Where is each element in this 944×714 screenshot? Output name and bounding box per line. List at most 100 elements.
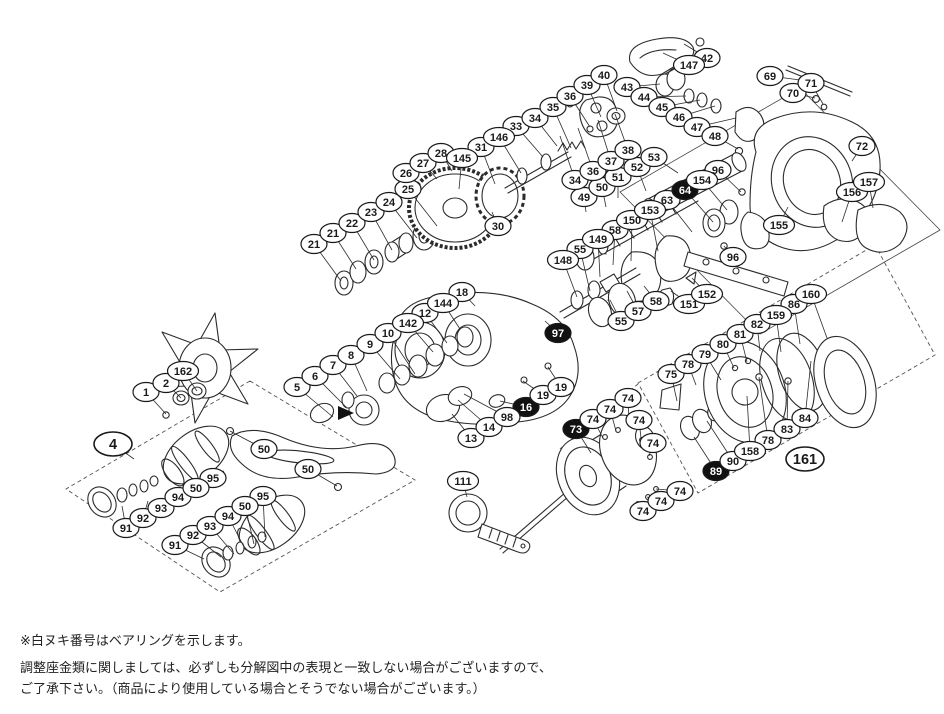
svg-text:40: 40: [598, 70, 610, 82]
svg-text:70: 70: [787, 88, 799, 100]
part-balloon-157: 157: [852, 171, 886, 193]
part-balloon-153: 153: [633, 199, 667, 221]
part-balloon-53: 53: [640, 146, 668, 168]
svg-text:21: 21: [308, 239, 320, 251]
part-balloon-40: 40: [590, 64, 618, 86]
part-balloon-147: 147: [672, 54, 706, 76]
svg-text:35: 35: [547, 102, 559, 114]
sideplate-drawing: [659, 332, 877, 444]
svg-text:34: 34: [529, 113, 542, 125]
svg-text:55: 55: [615, 316, 627, 328]
svg-text:69: 69: [764, 71, 776, 83]
part-balloon-83: 83: [773, 418, 801, 440]
svg-text:9: 9: [367, 339, 373, 351]
svg-text:6: 6: [312, 371, 318, 383]
star-drag-drawing: [151, 312, 474, 424]
part-balloon-13: 13: [457, 427, 485, 449]
part-balloon-69: 69: [756, 65, 784, 87]
part-balloon-8: 8: [337, 344, 365, 366]
svg-text:155: 155: [770, 220, 788, 232]
svg-text:159: 159: [767, 310, 785, 322]
svg-text:50: 50: [258, 444, 270, 456]
svg-text:89: 89: [710, 466, 722, 478]
svg-text:98: 98: [501, 412, 513, 424]
clutch-cam-parts-drawing: [655, 67, 765, 156]
svg-text:94: 94: [172, 492, 185, 504]
svg-text:86: 86: [788, 299, 800, 311]
svg-text:24: 24: [383, 197, 396, 209]
svg-text:74: 74: [587, 414, 600, 426]
part-balloon-155: 155: [762, 214, 796, 236]
svg-text:94: 94: [222, 511, 235, 523]
svg-text:36: 36: [587, 166, 599, 178]
part-balloon-158: 158: [733, 440, 767, 462]
svg-text:34: 34: [569, 175, 582, 187]
svg-text:74: 74: [622, 393, 635, 405]
svg-text:64: 64: [679, 185, 692, 197]
part-balloon-152: 152: [690, 283, 724, 305]
svg-text:142: 142: [399, 318, 417, 330]
svg-text:152: 152: [698, 289, 716, 301]
part-balloon-48: 48: [701, 125, 729, 147]
svg-text:78: 78: [682, 359, 694, 371]
svg-text:74: 74: [655, 496, 668, 508]
part-balloon-149: 149: [581, 228, 615, 250]
svg-text:50: 50: [596, 182, 608, 194]
svg-text:81: 81: [734, 329, 746, 341]
svg-text:74: 74: [637, 506, 650, 518]
svg-text:80: 80: [717, 339, 729, 351]
svg-text:31: 31: [475, 142, 487, 154]
part-balloon-21: 21: [300, 233, 328, 255]
svg-text:78: 78: [762, 435, 774, 447]
svg-text:160: 160: [802, 289, 820, 301]
part-balloon-160: 160: [794, 283, 828, 305]
svg-text:26: 26: [400, 168, 412, 180]
svg-text:18: 18: [456, 287, 468, 299]
svg-text:13: 13: [465, 433, 477, 445]
part-balloon-46: 46: [665, 106, 693, 128]
svg-text:30: 30: [492, 221, 504, 233]
svg-text:58: 58: [650, 296, 662, 308]
body-drawing: [348, 282, 637, 426]
svg-text:79: 79: [699, 349, 711, 361]
svg-text:95: 95: [207, 473, 219, 485]
svg-text:74: 74: [633, 415, 646, 427]
crossbar-drawing: [683, 188, 789, 297]
svg-text:145: 145: [453, 153, 471, 165]
part-balloon-74: 74: [647, 490, 675, 512]
svg-text:111: 111: [454, 476, 471, 488]
part-balloon-161: 161: [785, 446, 825, 472]
svg-text:151: 151: [680, 299, 698, 311]
svg-text:146: 146: [490, 132, 508, 144]
svg-text:57: 57: [632, 306, 644, 318]
part-balloon-38: 38: [614, 139, 642, 161]
svg-text:55: 55: [574, 244, 586, 256]
svg-text:158: 158: [741, 446, 759, 458]
svg-text:161: 161: [793, 452, 817, 468]
svg-text:43: 43: [621, 82, 633, 94]
gear-train-drawing: [334, 96, 626, 296]
svg-text:84: 84: [799, 413, 812, 425]
clutch-bar-drawing: [628, 37, 705, 77]
svg-text:147: 147: [680, 60, 698, 72]
svg-text:47: 47: [691, 122, 703, 134]
svg-text:150: 150: [623, 215, 641, 227]
part-balloon-50: 50: [231, 495, 259, 517]
svg-text:16: 16: [520, 402, 532, 414]
part-balloon-154: 154: [685, 169, 719, 191]
part-balloon-74: 74: [579, 408, 607, 430]
svg-text:8: 8: [348, 350, 354, 362]
part-balloon-6: 6: [301, 365, 329, 387]
part-balloon-162: 162: [166, 360, 200, 382]
svg-text:157: 157: [860, 177, 878, 189]
svg-text:71: 71: [805, 78, 817, 90]
svg-text:53: 53: [648, 152, 660, 164]
svg-text:91: 91: [169, 540, 181, 552]
part-balloon-50: 50: [294, 458, 322, 480]
part-balloon-146: 146: [482, 126, 516, 148]
svg-text:14: 14: [483, 422, 496, 434]
part-balloon-5: 5: [283, 376, 311, 398]
svg-text:50: 50: [190, 483, 202, 495]
svg-text:75: 75: [665, 369, 677, 381]
